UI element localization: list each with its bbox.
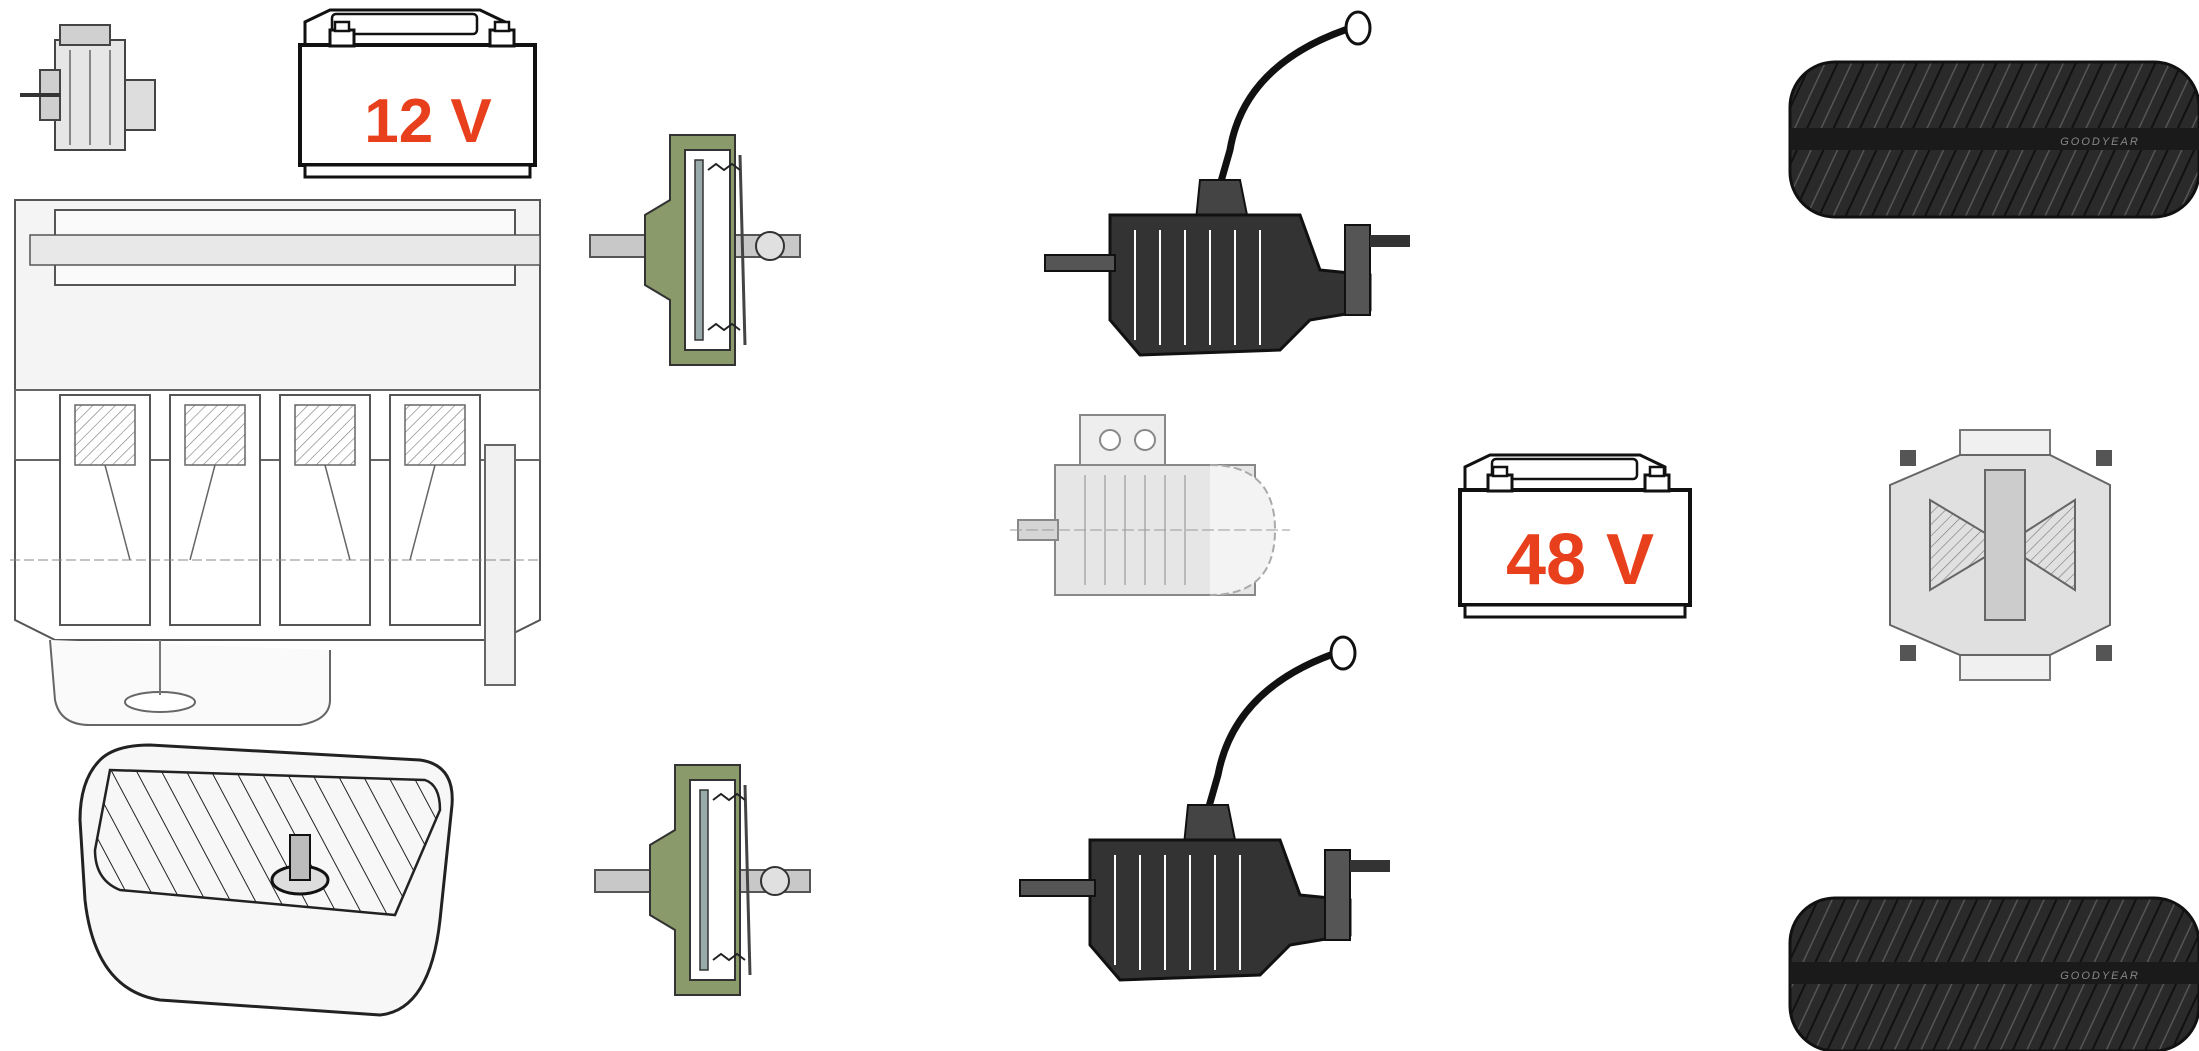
differential-icon (1889, 429, 2112, 681)
battery-12v: 12 V (298, 8, 537, 179)
tire-brand-top: GOODYEAR (2060, 136, 2140, 148)
battery-12v-label: 12 V (364, 87, 492, 156)
alternator-icon (20, 24, 156, 151)
battery-terminal-icon (328, 20, 356, 48)
clutch-icon-top (589, 134, 801, 366)
battery-48v: 48 V (1458, 453, 1692, 619)
fuel-tank-icon (78, 743, 454, 1017)
tire-icon-bottom: GOODYEAR (1788, 896, 2199, 1051)
tire-icon-top: GOODYEAR (1788, 60, 2199, 219)
battery-terminal-icon (488, 20, 516, 48)
engine-icon (10, 199, 541, 726)
battery-48v-label: 48 V (1506, 520, 1654, 600)
gearbox-icon-top (1044, 10, 1410, 357)
electric-motor-icon (1010, 414, 1290, 596)
tire-brand-bottom: GOODYEAR (2060, 970, 2140, 982)
battery-terminal-icon (1486, 465, 1514, 493)
battery-terminal-icon (1643, 465, 1671, 493)
gearbox-icon-bottom (1019, 635, 1390, 982)
fuel-pump-icon (270, 834, 330, 896)
clutch-icon-bottom (594, 764, 811, 996)
